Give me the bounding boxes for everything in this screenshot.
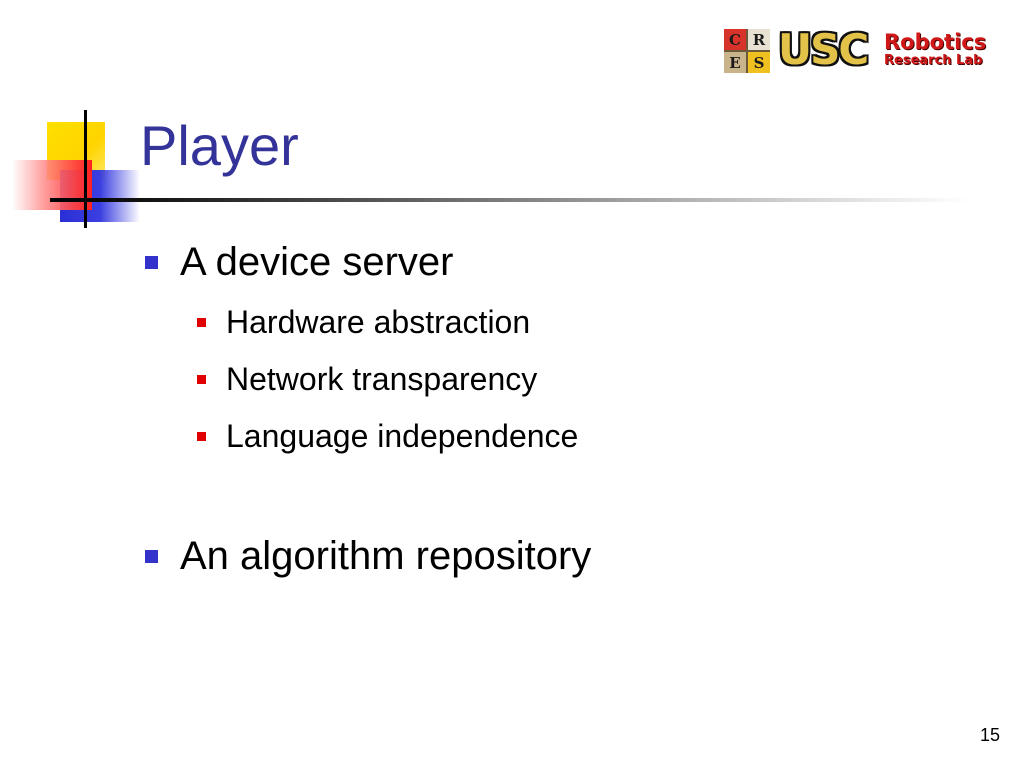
decorative-vertical-line — [84, 110, 87, 228]
sub-bullet-marker-square-icon — [197, 374, 206, 384]
usc-logo-text: USC — [778, 25, 869, 74]
title-underline — [50, 198, 970, 202]
page-number: 15 — [979, 725, 1000, 745]
cres-letter-s: S — [748, 52, 770, 73]
usc-robotics-logo: C R E S USC Robotics Research Lab — [724, 25, 1000, 75]
bullet-text: An algorithm repository — [180, 534, 592, 578]
bullet-text: A device server — [180, 240, 454, 284]
sub-bullet-item: Network transparency — [197, 359, 537, 399]
research-lab-logo-text: Research Lab — [884, 53, 983, 68]
slide-title: Player — [140, 114, 299, 177]
cres-letter-r: R — [748, 29, 770, 50]
bullet-item: An algorithm repository — [145, 532, 591, 580]
sub-bullet-item: Hardware abstraction — [197, 302, 530, 342]
cres-logo: C R E S — [724, 29, 770, 73]
cres-letter-c: C — [724, 29, 746, 50]
sub-bullet-marker-square-icon — [197, 317, 206, 327]
bullet-marker-square-icon — [145, 255, 158, 269]
cres-letter-e: E — [724, 52, 746, 73]
sub-bullet-item: Language independence — [197, 416, 578, 456]
bullet-item: A device server — [145, 238, 453, 286]
sub-bullet-text: Hardware abstraction — [226, 304, 531, 340]
bullet-marker-square-icon — [145, 549, 158, 563]
sub-bullet-text: Network transparency — [226, 361, 538, 397]
robotics-logo-text: Robotics — [884, 30, 987, 54]
sub-bullet-marker-square-icon — [197, 431, 206, 441]
sub-bullet-text: Language independence — [226, 418, 579, 454]
